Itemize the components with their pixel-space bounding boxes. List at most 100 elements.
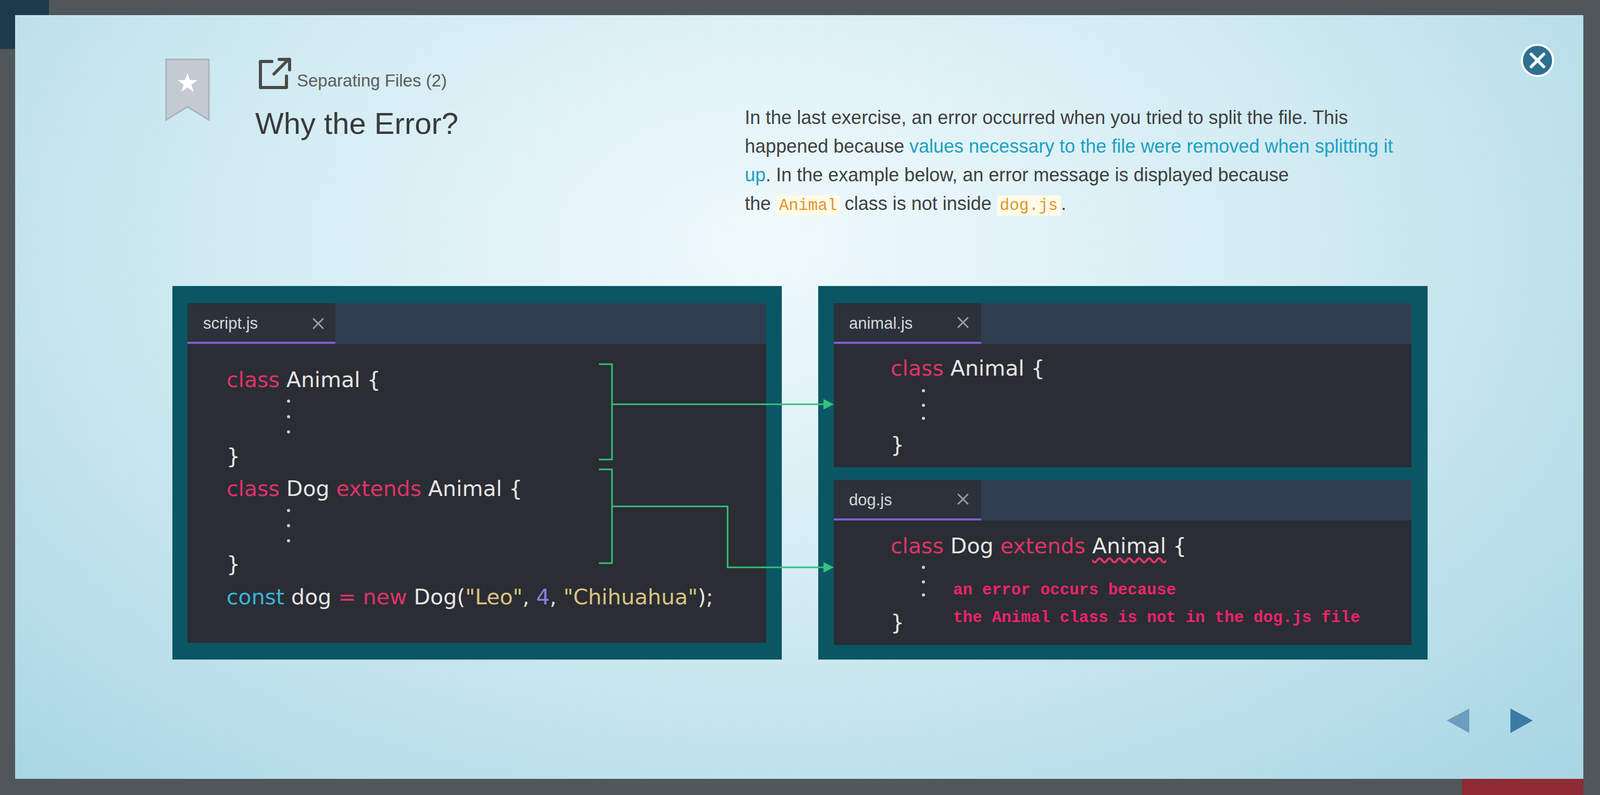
code-token: Animal <box>428 476 503 502</box>
code-token: 4 <box>535 584 550 610</box>
text-anchor: an error occurs because the Animal class… <box>953 576 1360 632</box>
star-icon <box>177 72 198 92</box>
code-token: class <box>890 533 944 559</box>
text-anchor: class Animal { <box>226 363 381 396</box>
code-token: extends <box>1000 533 1086 559</box>
bookmark-icon <box>166 59 209 120</box>
paragraph-text: class is not inside <box>844 192 992 215</box>
dot <box>921 389 925 393</box>
code-token: ( <box>456 584 466 610</box>
error-message: an error occurs because the Animal class… <box>953 576 1360 632</box>
code-line: } <box>890 428 905 461</box>
connector <box>766 561 834 573</box>
dot <box>921 580 925 584</box>
dot <box>286 523 291 528</box>
code-editor: script.js class Animal {} class Dog extend… <box>187 303 767 643</box>
dot <box>921 403 925 407</box>
code-token: } <box>226 443 241 469</box>
prev-arrow <box>1446 708 1470 733</box>
code-token: Dog <box>950 533 994 559</box>
code-token: Dog <box>286 476 330 502</box>
paragraph-text: . <box>1060 192 1067 215</box>
text-anchor: Separating Files (2) <box>296 70 447 92</box>
dot <box>921 593 925 597</box>
code-line: class Animal { <box>226 363 381 396</box>
code-bracket <box>598 364 767 460</box>
code-token: } <box>226 551 241 577</box>
code-bracket <box>598 469 767 568</box>
code-token: { <box>367 367 381 393</box>
code-editor: animal.js class Animal {} <box>833 303 1412 468</box>
code-token: ) <box>697 584 707 610</box>
tab-label: dog.js <box>848 490 893 510</box>
code-token: class <box>226 367 280 393</box>
code-editor: dog.js class Dog extends Animal {} an erro… <box>833 479 1412 645</box>
text-anchor: animal.js <box>848 314 913 333</box>
connector-line <box>766 403 825 406</box>
dot <box>286 399 291 403</box>
code-token: dog <box>291 584 332 610</box>
external-link-icon <box>260 59 290 88</box>
next-arrow <box>1510 708 1533 733</box>
text-anchor: class Animal { <box>890 352 1045 385</box>
code-line: class Dog extends Animal { <box>226 472 523 505</box>
text-anchor: } <box>890 606 905 639</box>
paragraph: In the last exercise, an error occurred … <box>744 103 1412 218</box>
code-token: = <box>338 584 356 610</box>
code-token: } <box>890 432 905 458</box>
text-anchor: script.js <box>203 314 258 333</box>
code-token: } <box>890 609 905 635</box>
code-line: } <box>226 440 241 473</box>
inline-code: Animal <box>776 195 841 216</box>
dot <box>286 508 291 512</box>
code-token: Animal <box>1092 533 1167 559</box>
text-anchor: } <box>890 428 905 461</box>
code-token: { <box>1172 533 1187 559</box>
code-token: new <box>363 584 408 610</box>
tab-label: animal.js <box>848 314 913 333</box>
code-line: class Animal { <box>890 352 1045 385</box>
tab-label: script.js <box>203 314 258 333</box>
text-anchor: } <box>226 547 241 581</box>
code-token: "Leo" <box>465 584 523 610</box>
code-token: { <box>508 476 523 502</box>
code-token: Animal <box>950 355 1025 381</box>
code-line: } <box>226 547 241 581</box>
close-button <box>1521 44 1554 77</box>
code-token: , <box>550 584 557 610</box>
code-token: class <box>226 476 280 502</box>
ellipsis-dots <box>286 389 925 597</box>
code-token: "Chihuahua" <box>563 584 698 610</box>
code-token: extends <box>336 476 422 502</box>
text-anchor: class Dog extends Animal { <box>226 472 523 505</box>
code-line: class Dog extends Animal { <box>890 529 1187 562</box>
slide-title: Why the Error? <box>255 105 459 142</box>
dot <box>286 430 291 434</box>
code-token: class <box>890 355 944 381</box>
inline-code: dog.js <box>996 195 1062 216</box>
tab-close-icon <box>313 317 968 504</box>
connector-line <box>766 566 825 569</box>
text-anchor: } <box>226 440 241 473</box>
code-token: { <box>1031 355 1045 381</box>
close-cross <box>1531 54 1544 67</box>
code-token: const <box>226 584 285 610</box>
arrow-head <box>823 561 834 573</box>
dot <box>286 539 291 543</box>
text-anchor: const dog = new Dog("Leo", 4, "Chihuahua… <box>226 580 714 614</box>
code-line: const dog = new Dog("Leo", 4, "Chihuahua… <box>226 580 714 614</box>
text-anchor: Why the Error? <box>255 105 459 142</box>
code-token: Dog <box>414 584 458 610</box>
connector <box>766 398 834 410</box>
dot <box>921 565 925 569</box>
arrow-head <box>823 398 834 410</box>
code-token: Animal <box>286 367 361 393</box>
dot <box>921 416 925 420</box>
text-anchor: class Dog extends Animal { <box>890 529 1187 562</box>
dot <box>286 415 291 419</box>
breadcrumb: Separating Files (2) <box>296 70 447 92</box>
code-token: , <box>522 584 530 610</box>
text-anchor: dog.js <box>848 490 893 510</box>
code-token: ; <box>706 584 714 610</box>
